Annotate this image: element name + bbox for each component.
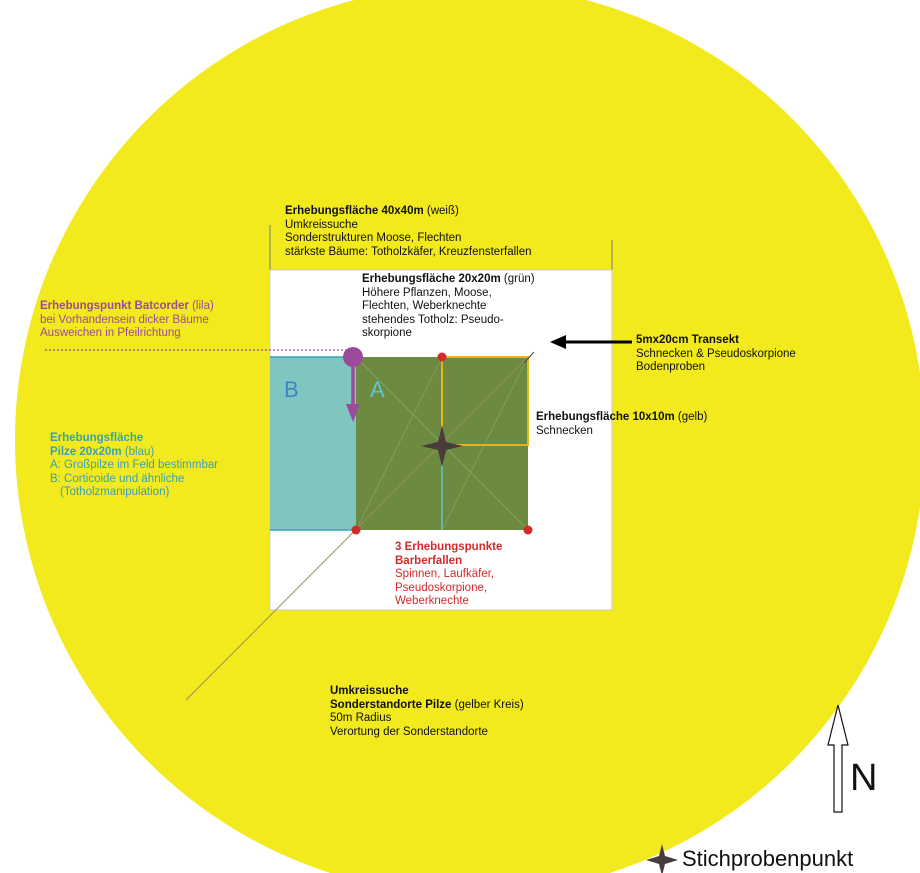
batcorder-arrow-head	[346, 404, 360, 422]
transect-line	[533, 335, 548, 353]
survey-20x20-line-4: skorpione	[362, 327, 412, 339]
survey-40x40-title: Erhebungsfläche 40x40m	[285, 205, 424, 217]
pitfall-title-2: Barberfallen	[395, 554, 463, 567]
batcorder-title: Erhebungspunkt Batcorder	[40, 300, 189, 312]
pitfall-trap-point-3	[523, 525, 533, 535]
survey-40x40-tag: (weiß)	[426, 205, 459, 217]
fungi-tag: (blau)	[124, 445, 155, 458]
radius-title-1: Umkreissuche	[330, 685, 409, 697]
label-survey-10x10: Erhebungsfläche 10x10m (gelb) Schnecken	[536, 411, 707, 438]
pitfall-line-1: Spinnen, Laufkäfer,	[395, 568, 495, 580]
survey-20x20-tag: (grün)	[503, 273, 535, 285]
fungi-line-2: B: Corticoide und ähnliche	[50, 472, 185, 485]
transect-title: 5mx20cm Transekt	[636, 334, 739, 346]
north-arrow-icon	[827, 704, 849, 813]
batcorder-line-1: bei Vorhandensein dicker Bäume	[40, 313, 209, 326]
survey-20x20-line-3: stehendes Totholz: Pseudo-	[362, 313, 504, 326]
fungi-line-1: A: Großpilze im Feld bestimmbar	[50, 459, 219, 471]
plot-fungi-b-area	[270, 357, 356, 530]
radius-title-2: Sonderstandorte Pilze	[330, 698, 452, 711]
pitfall-trap-point-1	[437, 352, 447, 362]
plot-10x10-yellow	[441, 356, 529, 446]
sample-point-star-icon	[421, 425, 463, 467]
batcorder-line-2: Ausweichen in Pfeilrichtung	[40, 327, 181, 339]
label-survey-20x20: Erhebungsfläche 20x20m (grün) Höhere Pfl…	[362, 273, 535, 341]
pitfall-line-3: Weberknechte	[395, 595, 469, 607]
survey-20x20-line-1: Höhere Pflanzen, Moose,	[362, 286, 492, 299]
survey-40x40-line-1: Umkreissuche	[285, 218, 358, 231]
north-label: N	[850, 757, 878, 799]
transect-line-ext	[523, 351, 535, 364]
label-fungi: Erhebungsfläche Pilze 20x20m (blau) A: G…	[50, 432, 218, 500]
label-radius: Umkreissuche Sonderstandorte Pilze (gelb…	[330, 685, 524, 739]
legend-label: Stichprobenpunkt	[682, 846, 854, 871]
fungi-line-3: (Totholzmanipulation)	[60, 486, 170, 498]
diagonal-inner-2	[355, 356, 443, 531]
radius-line-2: Verortung der Sonderstandorte	[330, 725, 488, 738]
transect-line-2: Bodenproben	[636, 361, 706, 373]
label-batcorder: Erhebungspunkt Batcorder (lila) bei Vorh…	[40, 300, 214, 341]
batcorder-tag: (lila)	[192, 300, 214, 312]
plot-letter-b: B	[284, 377, 299, 402]
fungi-title-2: Pilze 20x20m	[50, 445, 122, 458]
batcorder-point	[343, 347, 363, 367]
survey-40x40-line-2: Sonderstrukturen Moose, Flechten	[285, 232, 462, 244]
pitfall-line-2: Pseudoskorpione,	[395, 581, 488, 594]
fungi-title-1: Erhebungsfläche	[50, 432, 144, 444]
pitfall-trap-point-2	[351, 525, 361, 535]
diagonal-inner-3	[441, 356, 529, 531]
label-survey-40x40: Erhebungsfläche 40x40m (weiß) Umkreissuc…	[285, 205, 532, 259]
survey-40x40-line-3: stärkste Bäume: Totholzkäfer, Kreuzfenst…	[285, 245, 532, 258]
transect-arrow-head	[550, 335, 566, 349]
survey-10x10-tag: (gelb)	[677, 411, 708, 423]
pitfall-title-1: 3 Erhebungspunkte	[395, 541, 503, 553]
legend-star-icon	[646, 844, 678, 873]
radius-line-1: 50m Radius	[330, 712, 392, 724]
label-pitfall: 3 Erhebungspunkte Barberfallen Spinnen, …	[395, 541, 502, 609]
survey-10x10-title: Erhebungsfläche 10x10m	[536, 411, 675, 423]
survey-20x20-line-2: Flechten, Weberknechte	[362, 300, 487, 312]
transect-line-1: Schnecken & Pseudoskorpione	[636, 347, 796, 360]
survey-20x20-title: Erhebungsfläche 20x20m	[362, 273, 501, 285]
radius-tag: (gelber Kreis)	[454, 698, 524, 711]
plot-letter-a: A	[370, 377, 385, 402]
label-transect: 5mx20cm Transekt Schnecken & Pseudoskorp…	[636, 334, 796, 375]
survey-10x10-line-1: Schnecken	[536, 424, 593, 437]
